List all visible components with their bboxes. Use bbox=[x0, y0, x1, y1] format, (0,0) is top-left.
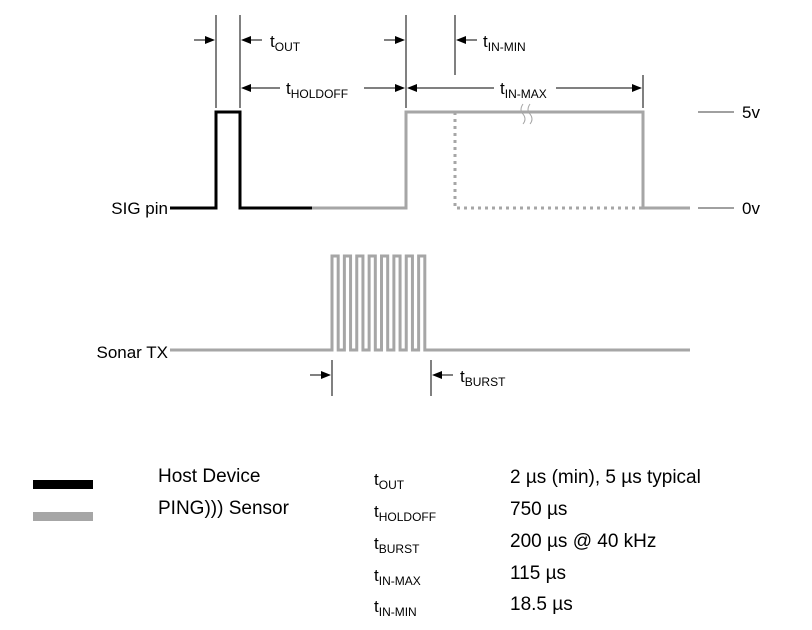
tburst-marker-label: tBURST bbox=[460, 367, 506, 389]
param-symbol-tholdoff: tHOLDOFF bbox=[374, 502, 437, 524]
param-value-tburst: 200 µs @ 40 kHz bbox=[510, 531, 657, 552]
tin-max-marker-label: tIN-MAX bbox=[500, 79, 547, 101]
sig-host-waveform bbox=[170, 110, 312, 210]
tholdoff-marker-label: tHOLDOFF bbox=[286, 79, 348, 101]
break-mark-2 bbox=[527, 103, 533, 125]
sig-sensor-waveform bbox=[312, 110, 690, 210]
legend-host-label: Host Device bbox=[158, 466, 261, 487]
param-symbol-tin-max: tIN-MAX bbox=[374, 566, 421, 588]
sig-pin-label: SIG pin bbox=[111, 199, 168, 218]
sonar-tx-label: Sonar TX bbox=[96, 343, 168, 362]
level-5v-label: 5v bbox=[742, 103, 760, 122]
param-value-tholdoff: 750 µs bbox=[510, 499, 568, 520]
param-symbol-tout: tOUT bbox=[374, 470, 405, 492]
legend-swatch-sensor bbox=[33, 512, 93, 521]
tout-marker-label: tOUT bbox=[270, 32, 301, 54]
legend-swatch-host bbox=[33, 480, 93, 489]
param-value-tin-min: 18.5 µs bbox=[510, 594, 573, 615]
sonar-burst-waveform bbox=[170, 254, 690, 352]
sig-min-echo-dotted bbox=[453, 112, 643, 210]
level-0v-label: 0v bbox=[742, 199, 760, 218]
tin-min-marker-label: tIN-MIN bbox=[483, 32, 526, 54]
param-symbol-tburst: tBURST bbox=[374, 534, 420, 556]
break-mark-1 bbox=[520, 103, 526, 125]
legend-sensor-label: PING))) Sensor bbox=[158, 498, 289, 519]
param-value-tin-max: 115 µs bbox=[510, 563, 567, 584]
param-symbol-tin-min: tIN-MIN bbox=[374, 597, 417, 619]
param-value-tout: 2 µs (min), 5 µs typical bbox=[510, 467, 701, 488]
